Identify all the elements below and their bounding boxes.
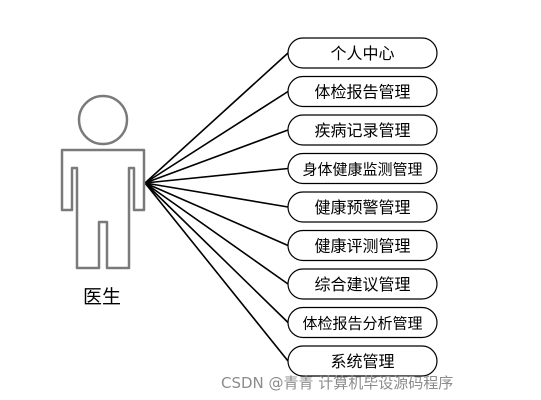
use-case-label: 体检报告管理	[314, 83, 410, 102]
use-case-label: 综合建议管理	[314, 275, 410, 294]
use-case-item: 体检报告管理	[287, 75, 438, 108]
association-line	[144, 167, 289, 184]
use-case-item: 健康预警管理	[287, 191, 438, 223]
use-case-item: 综合建议管理	[287, 268, 438, 300]
use-case-label: 系统管理	[330, 352, 394, 371]
use-case-box	[287, 229, 438, 262]
association-line	[144, 182, 289, 324]
association-line	[144, 182, 289, 285]
use-case-label: 疾病记录管理	[314, 121, 410, 140]
use-case-box	[287, 75, 438, 108]
use-case-label: 身体健康监测管理	[302, 161, 422, 179]
association-line	[144, 90, 289, 184]
actor-body	[60, 148, 146, 270]
use-case-label: 体检报告分析管理	[302, 315, 422, 333]
use-case-box	[287, 345, 438, 377]
use-case-box	[287, 37, 438, 69]
use-case-box	[287, 268, 438, 300]
watermark-text: CSDN @青青 计算机毕设源码程序	[221, 374, 453, 392]
use-case-item: 身体健康监测管理	[287, 152, 438, 185]
use-case-box	[287, 114, 438, 146]
actor-label: 医生	[83, 286, 121, 308]
association-line	[144, 182, 289, 247]
use-case-box	[287, 191, 438, 223]
association-lines	[144, 52, 289, 362]
association-line	[144, 182, 289, 362]
use-case-item: 健康评测管理	[287, 229, 438, 262]
doctor-actor: 医生	[60, 94, 146, 308]
association-line	[144, 129, 289, 184]
use-case-label: 健康评测管理	[314, 237, 410, 256]
use-case-box	[287, 152, 438, 185]
association-line	[144, 182, 289, 208]
association-line	[144, 52, 289, 184]
use-case-item: 疾病记录管理	[287, 114, 438, 146]
use-case-list: 个人中心体检报告管理疾病记录管理身体健康监测管理健康预警管理健康评测管理综合建议…	[287, 37, 438, 377]
use-case-box	[287, 306, 438, 339]
use-case-label: 个人中心	[330, 44, 394, 63]
person-icon	[60, 94, 146, 270]
use-case-item: 体检报告分析管理	[287, 306, 438, 339]
actor-head	[77, 94, 129, 146]
use-case-item: 系统管理	[287, 345, 438, 377]
use-case-item: 个人中心	[287, 37, 438, 69]
use-case-label: 健康预警管理	[314, 198, 410, 217]
